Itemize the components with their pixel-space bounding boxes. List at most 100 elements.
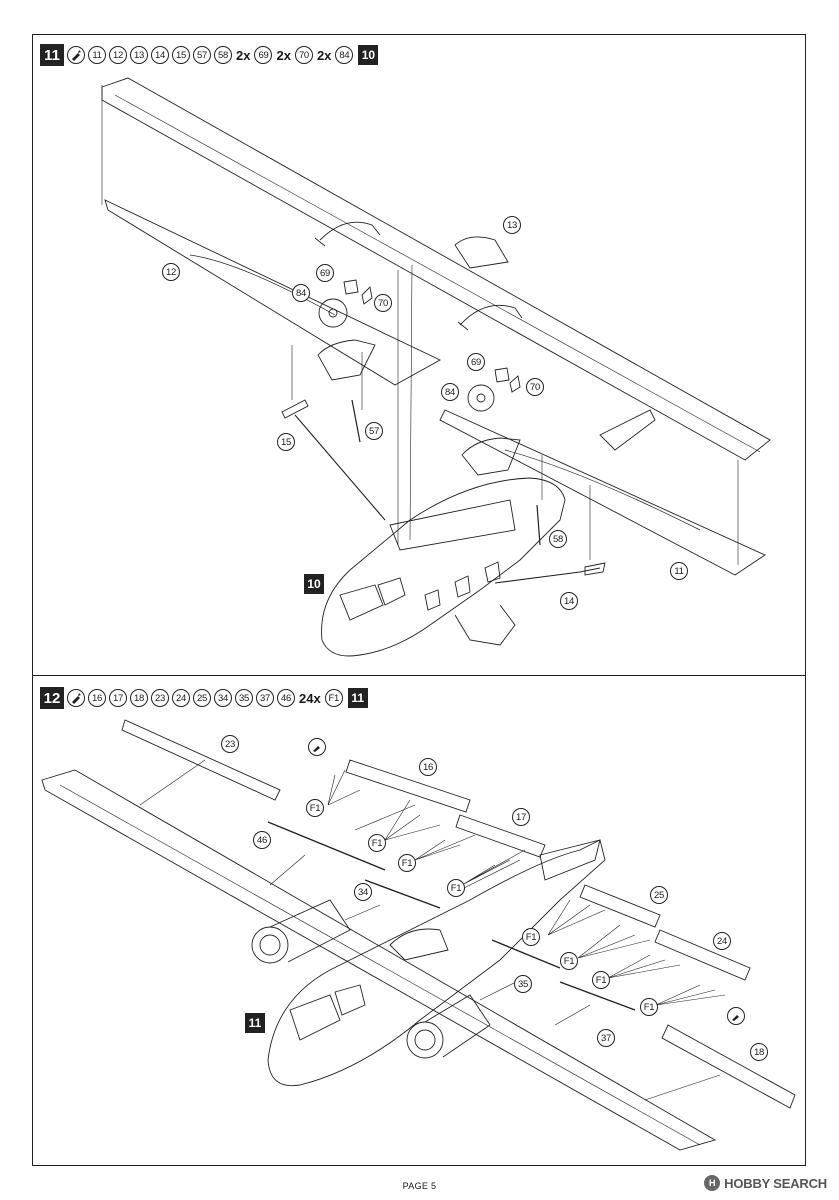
lower-wing-part-12 [104,199,441,386]
cement-icon [727,1007,745,1025]
f1-leader-lines [327,769,726,1006]
assembly-ref-tag-12: 11 [245,1013,265,1033]
part-badge: F1 [324,689,343,707]
wing-fairing [454,236,509,269]
wing-step-12 [41,769,717,1151]
cockpit-window [339,584,384,621]
part-callout-14: 14 [560,592,578,610]
part-badge: 23 [151,689,169,707]
part-badge: 34 [214,689,232,707]
part-badge: 57 [193,46,211,64]
part-badge: 18 [130,689,148,707]
cockpit-window-step-12 [289,984,366,1041]
step-11-ref-box: 10 [358,45,379,65]
flap-part-25 [579,884,661,928]
nacelle-lower-right [461,437,521,476]
part-callout-37: 37 [597,1029,615,1047]
part-callout-69: 69 [467,353,485,371]
watermark: H HOBBY SEARCH [704,1175,827,1191]
part-badge: 37 [256,689,274,707]
spinner-part-84b [467,384,495,412]
f1-fastener-callout: F1 [398,854,416,872]
glue-icon [67,689,85,707]
f1-fastener-callout: F1 [560,952,578,970]
part-badge: 25 [193,689,211,707]
part-callout-23: 23 [221,735,239,753]
tail-fin [599,409,656,451]
part-callout-18: 18 [750,1043,768,1061]
part-callout-57: 57 [365,422,383,440]
part-badge: 46 [277,689,295,707]
f1-fastener-callout: F1 [447,879,465,897]
part-badge: 15 [172,46,190,64]
part-callout-70: 70 [374,294,392,312]
part-callout-13: 13 [503,216,521,234]
part-badge: 84 [335,46,354,64]
page-number: PAGE 5 [402,1181,437,1191]
strut-part-15 [281,399,309,419]
f1-fastener-callout: F1 [522,928,540,946]
cement-icon [308,738,326,756]
qty-label: 2x [316,47,332,63]
part-callout-69: 69 [316,264,334,282]
part-callout-25: 25 [650,886,668,904]
flap-part-24 [654,929,751,981]
f1-fastener-callout: F1 [640,998,658,1016]
step-divider [32,675,806,676]
part-badge: 12 [109,46,127,64]
step-12-ref-box: 11 [347,688,368,708]
part-callout-70: 70 [526,378,544,396]
f1-fastener-callout: F1 [592,971,610,989]
qty-label: 24x [299,690,321,706]
lower-wing-part-11 [439,409,766,576]
part-callout-24: 24 [713,932,731,950]
part-badge: 24 [172,689,190,707]
fuselage-step-12 [267,839,606,1087]
part-callout-15: 15 [277,433,295,451]
part-badge: 17 [109,689,127,707]
part-badge: 70 [294,46,313,64]
nacelle-top-right [457,304,523,331]
flap-part-17 [455,814,546,858]
slat-part-18 [661,1024,796,1109]
part-callout-84: 84 [441,383,459,401]
part-badge: 11 [88,46,106,64]
part-badge: 69 [254,46,273,64]
upper-wing-part-13 [101,77,771,461]
f1-fastener-callout: F1 [306,799,324,817]
page-frame [32,34,806,1166]
qty-label: 2x [236,47,251,63]
part-badge: 13 [130,46,148,64]
part-badge: 58 [214,46,232,64]
nacelle-lower-left [317,339,376,381]
fuselage [321,477,566,657]
f1-fastener-callout: F1 [368,834,386,852]
glue-icon [67,46,85,64]
strip-part-46 [267,821,386,871]
part-callout-16: 16 [419,758,437,776]
part-callout-35: 35 [514,975,532,993]
strip-part-37 [559,981,636,1011]
strip-part-35 [491,939,561,969]
strut-part-14 [494,567,601,584]
watermark-logo: H [704,1175,721,1191]
part-badge: 16 [88,689,106,707]
nacelle-top-left [314,221,381,247]
part-callout-34: 34 [354,883,372,901]
part-callout-17: 17 [512,808,530,826]
slat-part-23 [121,719,281,801]
step-11-number: 11 [40,44,64,66]
engine-intake-right [406,1021,444,1059]
tail-fin-step-12 [539,839,601,881]
part-badge: 35 [235,689,253,707]
qty-label: 2x [276,47,291,63]
part-callout-84: 84 [292,284,310,302]
assembly-ref-tag-11: 10 [304,574,324,594]
part-badge: 14 [151,46,169,64]
strip-part-34 [364,879,441,909]
step-12-number: 12 [40,687,64,709]
